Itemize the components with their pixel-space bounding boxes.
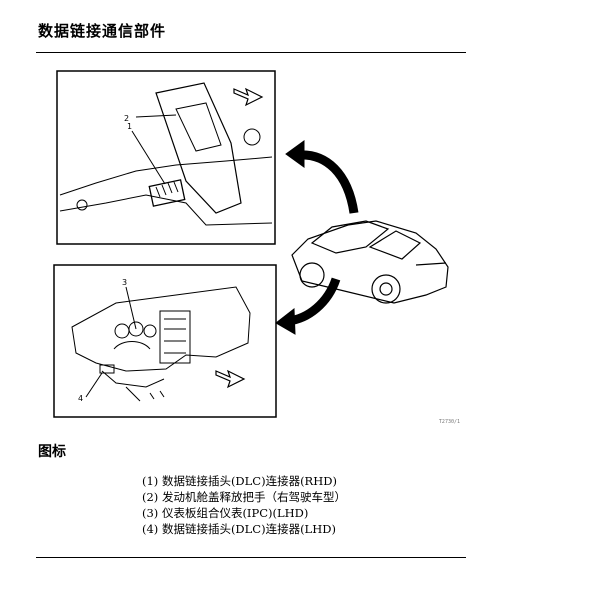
legend-item: (2) 发动机舱盖释放把手（右驾驶车型） — [142, 490, 346, 504]
callout-2: 2 — [124, 114, 129, 123]
pointer-arrow-upper — [297, 150, 359, 214]
legend-item: (4) 数据链接插头(DLC)连接器(LHD) — [142, 522, 336, 536]
rhd-inset-panel — [56, 70, 276, 245]
hood-release-handle — [155, 82, 242, 214]
leader-line-2 — [135, 114, 177, 118]
bottom-divider — [36, 557, 466, 558]
locator-illustration: 1 2 3 4 — [53, 70, 449, 418]
direction-arrow-upper — [233, 87, 264, 107]
legend-title: 图标 — [38, 444, 66, 460]
legend-item: (1) 数据链接插头(DLC)连接器(RHD) — [142, 474, 337, 488]
lhd-inset-panel — [53, 264, 277, 418]
callout-1: 1 — [127, 122, 132, 131]
lhd-dash-outline — [71, 286, 251, 372]
callout-4: 4 — [78, 394, 83, 403]
leader-line-3 — [125, 286, 137, 330]
leader-line-1 — [131, 130, 166, 185]
legend-list: (1) 数据链接插头(DLC)连接器(RHD) (2) 发动机舱盖释放把手（右驾… — [142, 473, 346, 537]
figure-code: T2730/1 — [438, 419, 460, 425]
component-locator-figure: 1 2 3 4 T2730/1 — [36, 52, 466, 429]
callout-3: 3 — [122, 278, 127, 287]
direction-arrow-lower — [215, 369, 246, 389]
dlc-connector-lhd — [99, 364, 115, 374]
vehicle-illustration — [291, 220, 449, 304]
page-title: 数据链接通信部件 — [38, 22, 167, 40]
center-stack — [159, 310, 191, 364]
legend-item: (3) 仪表板组合仪表(IPC)(LHD) — [142, 506, 309, 520]
leader-line-4 — [85, 372, 103, 398]
rhd-dash-outline — [59, 156, 273, 196]
pointer-arrow-lower — [287, 277, 341, 326]
